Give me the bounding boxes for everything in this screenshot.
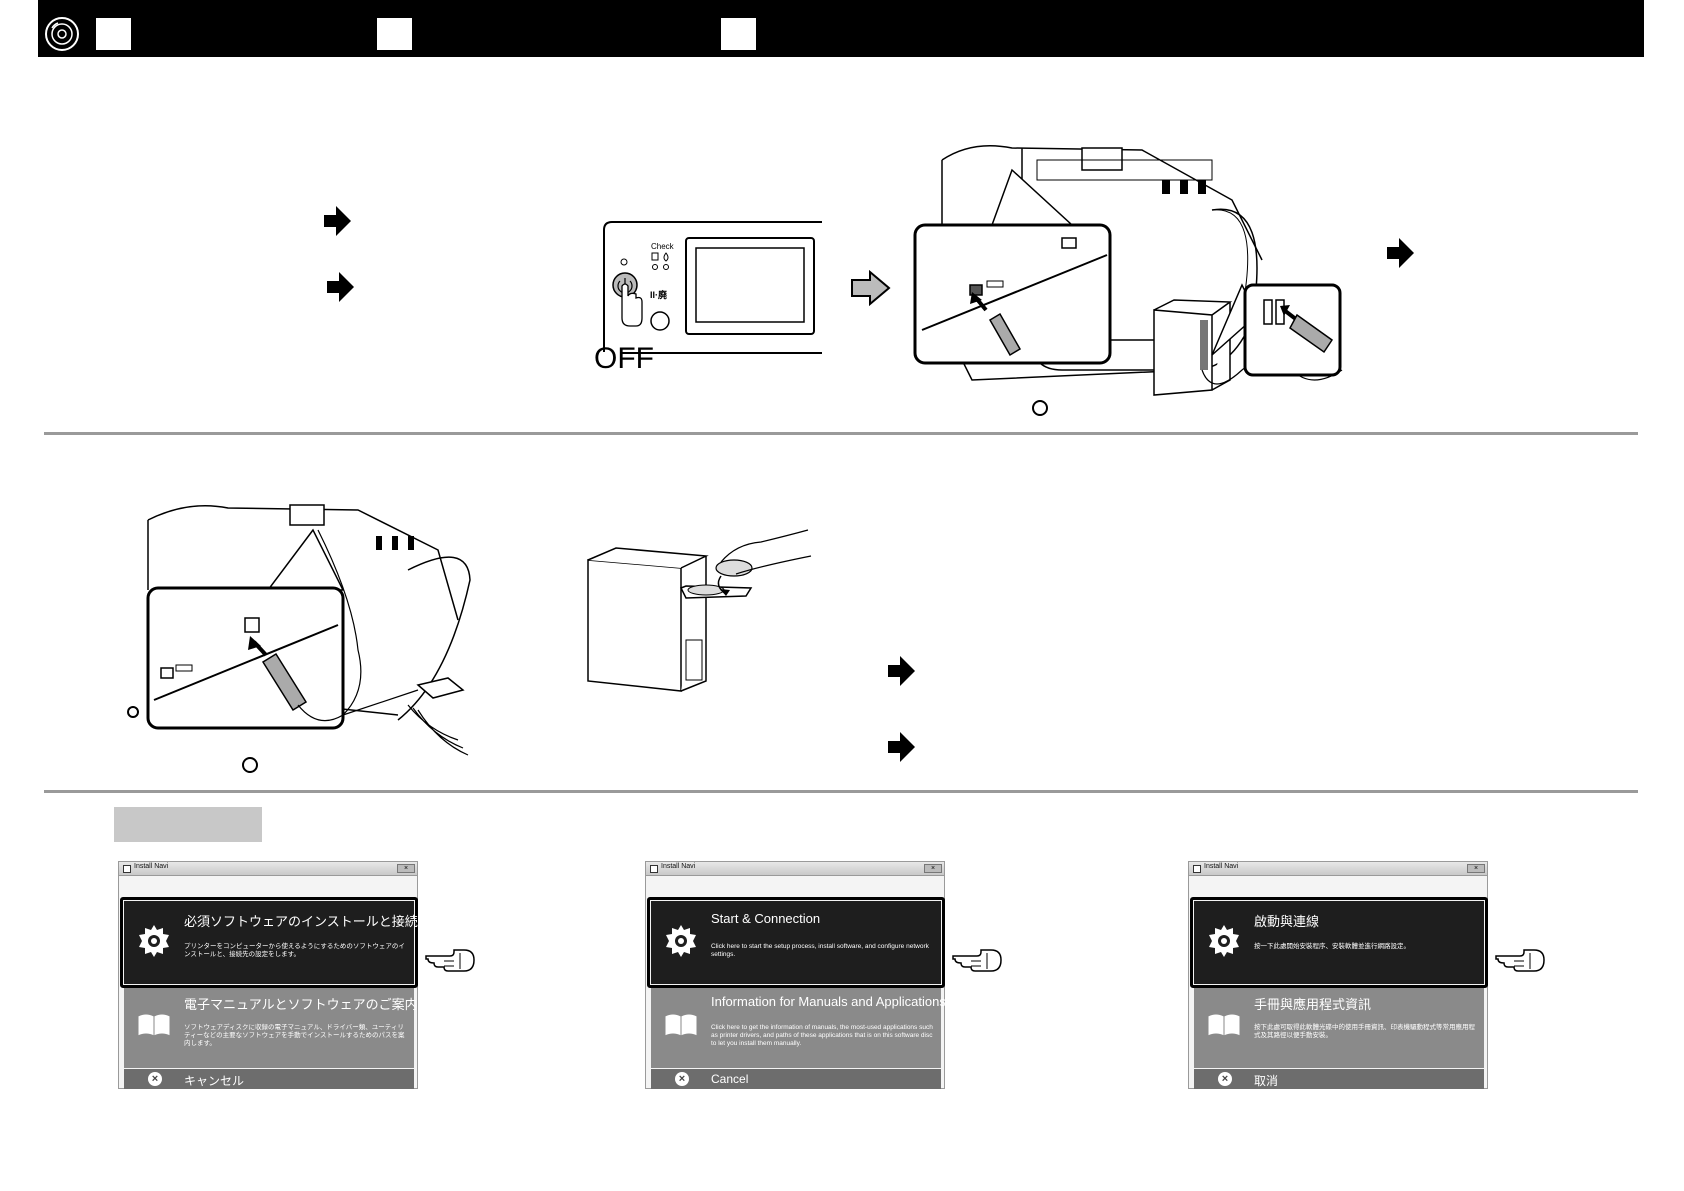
book-icon [1207,1013,1241,1037]
cancel-option[interactable]: × Cancel [651,1069,941,1089]
step-arrow-icon [888,656,915,686]
pointing-hand-icon [952,949,1002,972]
manuals-applications-option[interactable]: Information for Manuals and Applications… [651,988,946,1068]
option-description: Click here to start the setup process, i… [711,943,929,958]
printer-usb-connection-figure [913,145,1343,416]
step-arrow-icon [327,272,354,302]
option-title: 電子マニュアルとソフトウェアのご案内 [184,997,418,1012]
cancel-label: キャンセル [184,1074,245,1088]
install-navi-dialog-ja: Install Navi × 必須ソフトウェアのインストールと接続設定 プリンタ… [118,861,475,1089]
close-circle-icon: × [148,1072,162,1086]
check-label: Check [651,242,675,251]
option-description: ソフトウェアディスクに収録の電子マニュアル、ドライバー類、ユーティリティーなどの… [184,1024,405,1047]
dialog-title-bar: Install Navi × [1189,862,1487,876]
book-icon [137,1013,171,1037]
cancel-option[interactable]: × キャンセル [124,1069,414,1089]
step-box-1 [96,18,131,50]
section-divider [44,432,1638,435]
header-bar [38,0,1644,57]
start-connection-option[interactable]: 必須ソフトウェアのインストールと接続設定 プリンターをコンピューターから使えるよ… [120,897,475,988]
option-description: プリンターをコンピューターから使えるようにするためのソフトウェアのインストールと… [184,943,405,958]
step-box-3 [721,18,756,50]
start-connection-option[interactable]: 啟動與連線 按一下此處開始安裝程序、安裝軟體並進行網路設定。 [1190,897,1545,988]
dialog-title: Install Navi [134,863,169,870]
close-circle-icon: × [1218,1072,1232,1086]
disc-icon [45,17,79,51]
cancel-option[interactable]: × 取消 [1194,1069,1484,1089]
option-title: Start & Connection [711,911,821,926]
book-icon [664,1013,698,1037]
section-divider [44,790,1638,793]
app-icon [123,865,131,873]
app-icon [1193,865,1201,873]
pause-label: II·廃 [650,289,668,300]
option-title: Information for Manuals and Applications [711,994,946,1009]
manuals-applications-option[interactable]: 電子マニュアルとソフトウェアのご案内 ソフトウェアディスクに収録の電子マニュアル… [124,988,418,1068]
close-button[interactable]: × [1467,864,1485,873]
cancel-label: Cancel [711,1072,749,1086]
step-arrow-icon [1387,238,1414,268]
dialog-title-bar: Install Navi × [646,862,944,876]
outline-arrow-icon [851,270,891,306]
option-description: 按一下此處開始安裝程序、安裝軟體並進行網路設定。 [1254,943,1410,950]
printer-lan-connection-figure [127,504,471,773]
dialog-title: Install Navi [1204,863,1239,870]
dialog-title-bar: Install Navi × [119,862,417,876]
option-title: 啟動與連線 [1254,914,1320,929]
step-arrow-icon [324,206,351,236]
section-label-box [114,807,262,842]
off-label: OFF [594,342,654,375]
manuals-applications-option[interactable]: 手冊與應用程式資訊 按下此處可取得此軟體光碟中的使用手冊資訊、印表機驅動程式等常… [1194,988,1484,1068]
gear-icon [666,925,696,957]
step-arrow-icon [888,732,915,762]
close-button[interactable]: × [397,864,415,873]
gear-icon [1209,925,1239,957]
gear-icon [139,925,169,957]
cancel-label: 取消 [1254,1074,1279,1088]
computer-disc-insert-figure [587,529,812,692]
option-description: Click here to get the information of man… [711,1024,933,1047]
close-circle-icon: × [675,1072,689,1086]
option-title: 手冊與應用程式資訊 [1254,997,1372,1012]
close-button[interactable]: × [924,864,942,873]
printer-control-panel: Check II·廃 OFF [594,221,822,375]
pointing-hand-icon [1495,949,1545,972]
dialog-title: Install Navi [661,863,696,870]
start-connection-option[interactable]: Start & Connection Click here to start t… [647,897,1002,988]
option-description: 按下此處可取得此軟體光碟中的使用手冊資訊、印表機驅動程式等常用應用程式及其路徑以… [1254,1024,1475,1039]
install-navi-dialog-zh: Install Navi × 啟動與連線 按一下此處開始安裝程序、安裝軟體並進行… [1188,861,1545,1089]
app-icon [650,865,658,873]
option-title: 必須ソフトウェアのインストールと接続設定 [184,914,444,929]
pointing-hand-icon [425,949,475,972]
install-navi-dialog-en: Install Navi × Start & Connection Click … [645,861,1002,1089]
step-box-2 [377,18,412,50]
